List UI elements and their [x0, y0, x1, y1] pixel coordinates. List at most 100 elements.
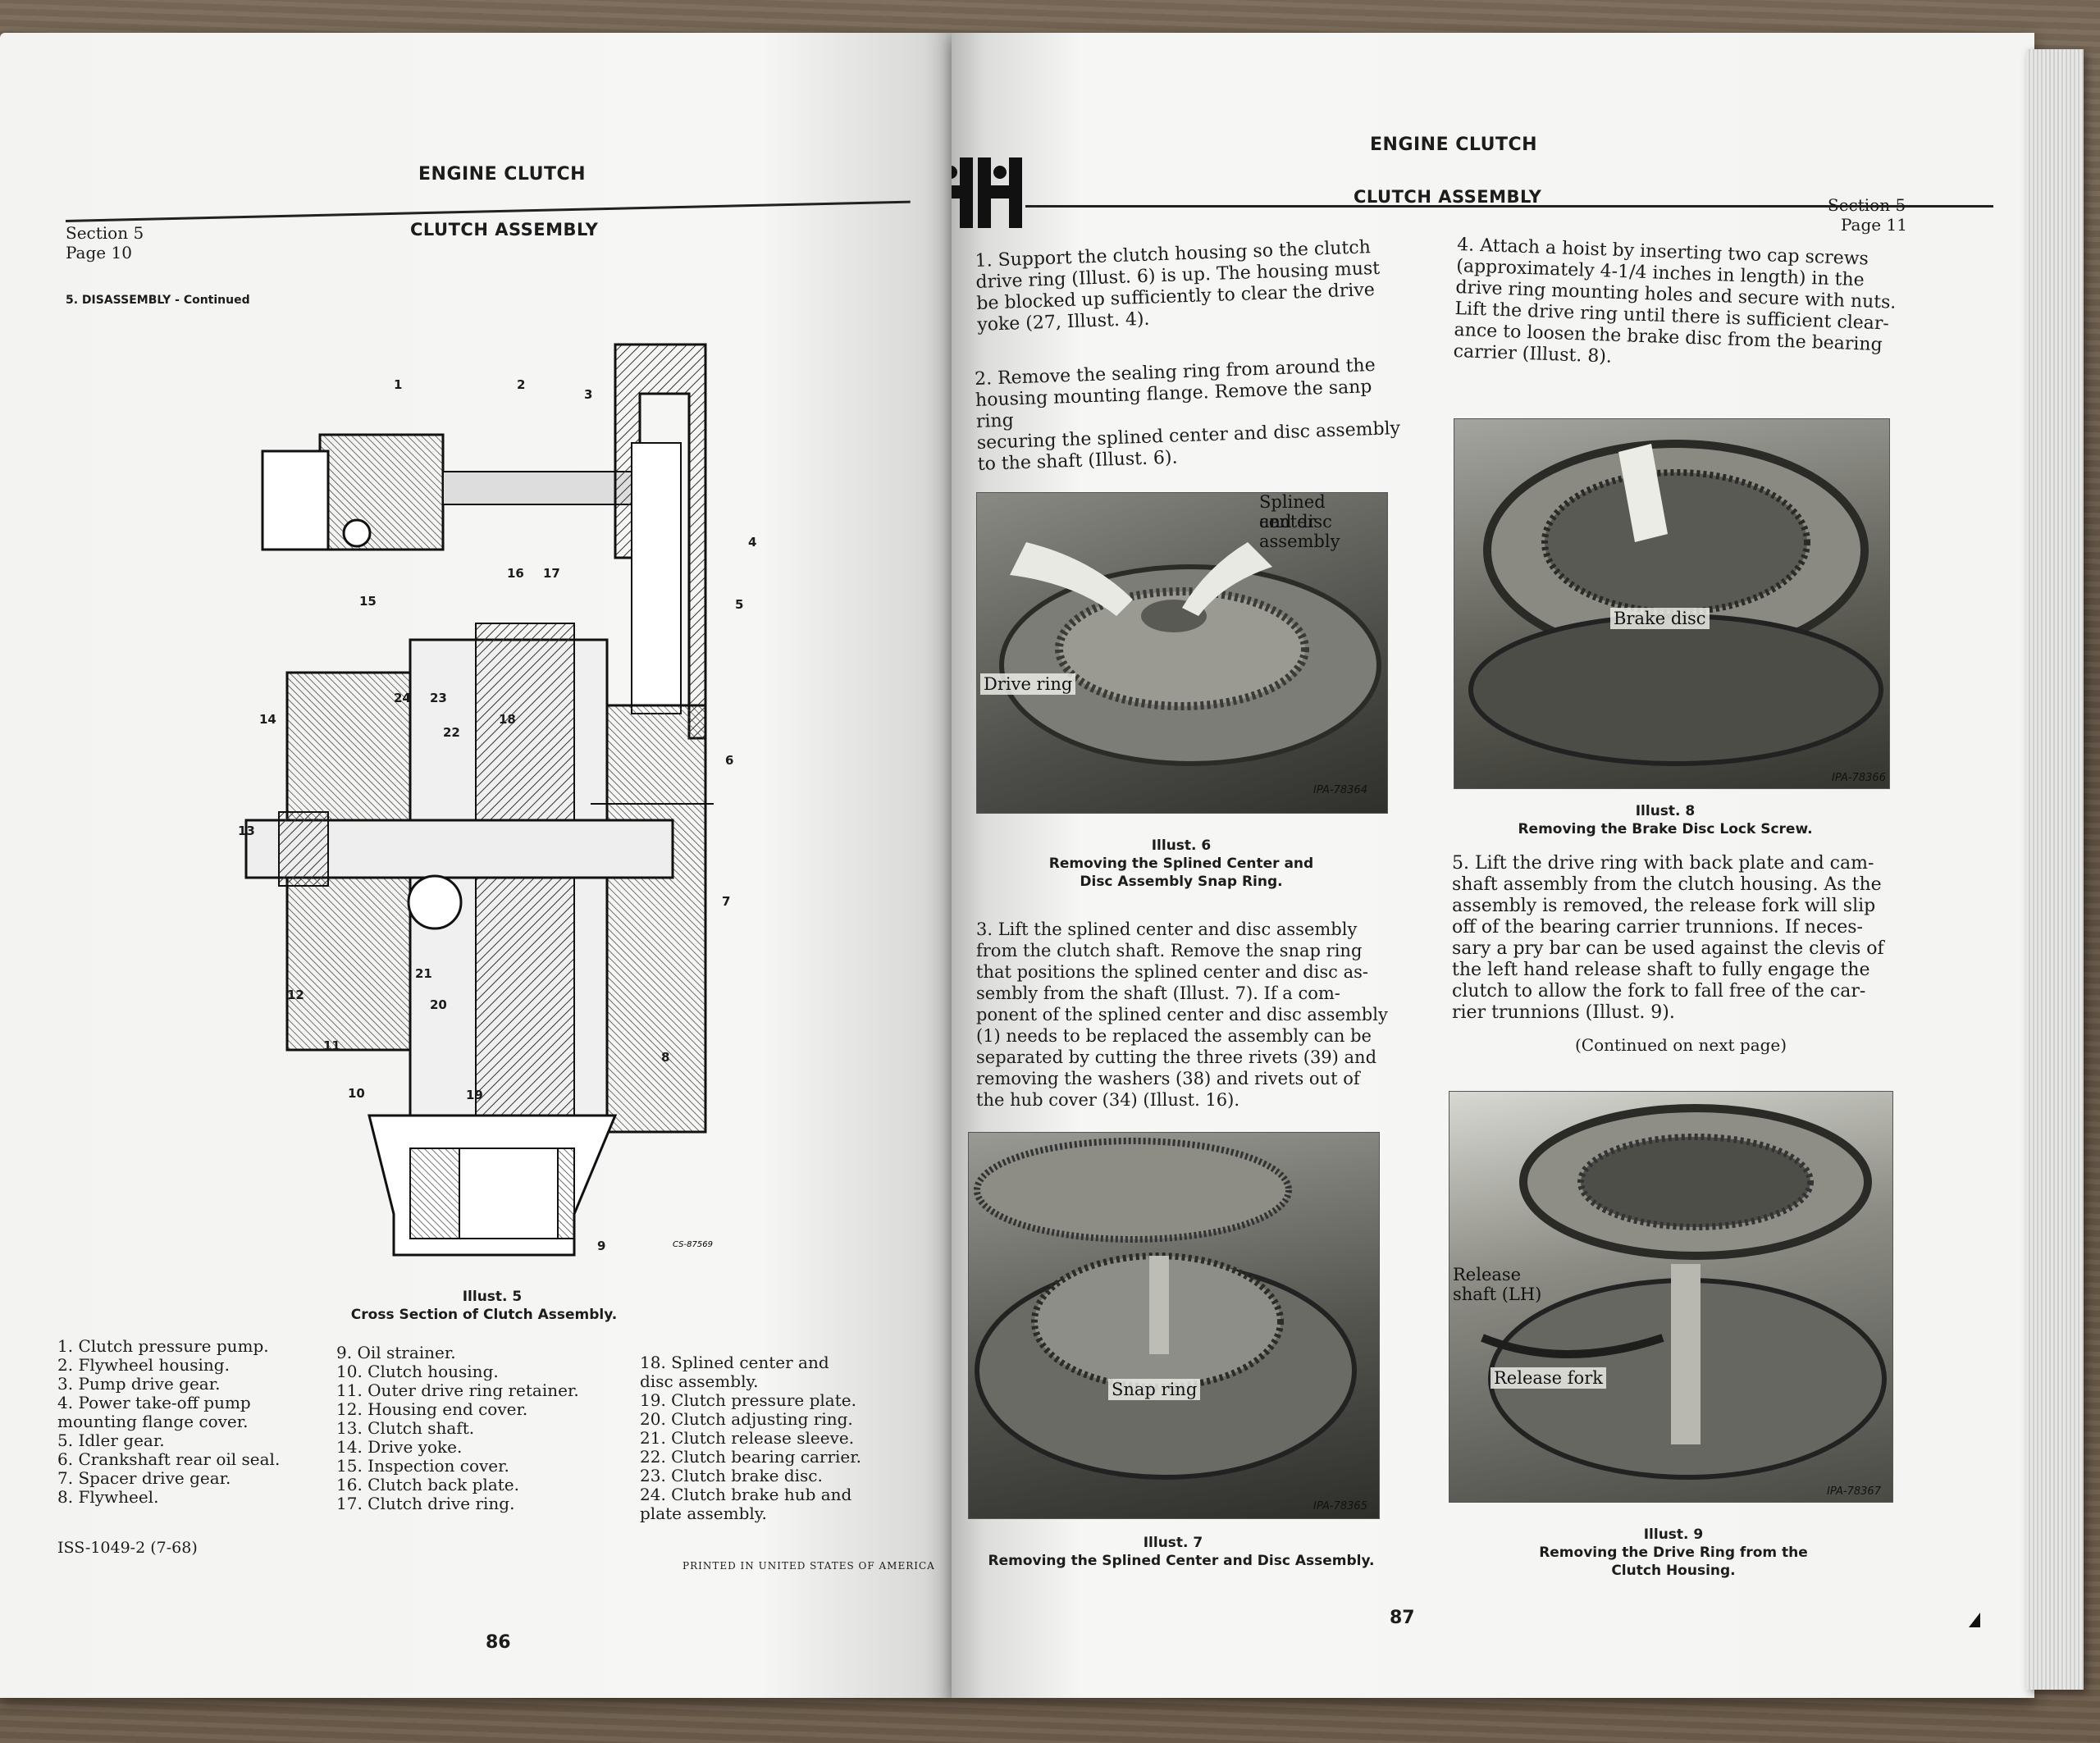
step-4-paragraph: 4. Attach a hoist by inserting two cap s… — [1453, 235, 1949, 380]
callout-19: 19 — [466, 1088, 483, 1102]
illust6-label-a: Splined center — [1259, 492, 1326, 532]
callout-10: 10 — [348, 1086, 365, 1101]
left-section-label: Section 5 — [66, 223, 144, 243]
callout-7: 7 — [722, 894, 731, 909]
callout-2: 2 — [517, 377, 526, 392]
callout-21: 21 — [415, 966, 432, 981]
legend-item: 7. Spacer drive gear. — [57, 1468, 231, 1488]
legend-item: 21. Clutch release sleeve. — [640, 1428, 855, 1448]
legend-item: 8. Flywheel. — [57, 1487, 159, 1507]
illust9-photo: Release shaft (LH) Release fork IPA-7836… — [1449, 1091, 1893, 1503]
illust9-code: IPA-78367 — [1827, 1485, 1881, 1498]
legend-item: mounting flange cover. — [57, 1412, 249, 1431]
right-running-title: ENGINE CLUTCH — [1370, 135, 1538, 155]
illust5-number: Illust. 5 — [462, 1289, 523, 1305]
right-folio: 87 — [1390, 1608, 1415, 1628]
legend-item: 15. Inspection cover. — [336, 1456, 509, 1476]
legend-item: 3. Pump drive gear. — [57, 1374, 221, 1394]
legend-item: plate assembly. — [640, 1503, 767, 1523]
text-line: that positions the splined center and di… — [976, 962, 1368, 982]
legend-item: 20. Clutch adjusting ring. — [640, 1409, 853, 1429]
text-line: (1) needs to be replaced the assembly ca… — [976, 1026, 1372, 1046]
legend-item: 24. Clutch brake hub and — [640, 1485, 852, 1504]
text-line: shaft assembly from the clutch housing. … — [1452, 874, 1882, 895]
callout-20: 20 — [430, 997, 447, 1012]
callout-8: 8 — [661, 1050, 670, 1065]
legend-item: 14. Drive yoke. — [336, 1437, 463, 1457]
legend-item: 9. Oil strainer. — [336, 1343, 456, 1362]
illust6-caption-a: Removing the Splined Center and — [1048, 856, 1314, 872]
illust5-caption: Cross Section of Clutch Assembly. — [350, 1307, 618, 1323]
callout-24: 24 — [394, 691, 411, 705]
callout-14: 14 — [259, 712, 276, 727]
right-subtitle: CLUTCH ASSEMBLY — [1354, 187, 1542, 207]
legend-item: 6. Crankshaft rear oil seal. — [57, 1449, 281, 1469]
illust8-code: IPA-78366 — [1832, 772, 1886, 784]
step-heading: 5. DISASSEMBLY - Continued — [66, 294, 250, 307]
legend-item: 1. Clutch pressure pump. — [57, 1336, 269, 1356]
illust8-number: Illust. 8 — [1635, 803, 1696, 819]
text-line: removing the washers (38) and rivets out… — [976, 1069, 1360, 1088]
illust9-caption-a: Removing the Drive Ring from the — [1539, 1545, 1808, 1561]
legend-item: 5. Idler gear. — [57, 1430, 165, 1450]
step-2-paragraph: 2. Remove the sealing ring from around t… — [975, 354, 1404, 476]
text-line: from the clutch shaft. Remove the snap r… — [976, 941, 1363, 960]
illust6-caption-b: Disc Assembly Snap Ring. — [1080, 874, 1283, 890]
legend-column-1: 1. Clutch pressure pump. 2. Flywheel hou… — [57, 1337, 280, 1507]
clutch-ring-photo-graphic — [999, 542, 1381, 766]
step-5-paragraph: 5. Lift the drive ring with back plate a… — [1452, 853, 1961, 1024]
legend-item: 11. Outer drive ring retainer. — [336, 1380, 579, 1400]
legend-item: 2. Flywheel housing. — [57, 1355, 230, 1375]
right-header-rule — [1025, 205, 1993, 208]
continued-note: (Continued on next page) — [1575, 1035, 1787, 1055]
callout-13: 13 — [238, 824, 255, 838]
illust8-caption: Removing the Brake Disc Lock Screw. — [1518, 821, 1813, 837]
text-line: separated by cutting the three rivets (3… — [976, 1047, 1377, 1067]
illust7-code: IPA-78365 — [1313, 1500, 1367, 1513]
legend-item: 17. Clutch drive ring. — [336, 1494, 515, 1513]
illust8-photo: Brake disc IPA-78366 — [1454, 418, 1890, 789]
text-line: 5. Lift the drive ring with back plate a… — [1452, 853, 1874, 874]
illust9-label-a: Release — [1453, 1265, 1522, 1284]
printed-notice: PRINTED IN UNITED STATES OF AMERICA — [682, 1560, 935, 1572]
legend-item: disc assembly. — [640, 1371, 759, 1391]
ih-logo-left-icon — [952, 157, 973, 228]
text-line: sary a pry bar can be used against the c… — [1452, 938, 1884, 959]
legend-item: 22. Clutch bearing carrier. — [640, 1447, 861, 1467]
step-1-paragraph: 1. Support the clutch housing so the clu… — [975, 236, 1404, 336]
open-manual: ENGINE CLUTCH Section 5 Page 10 CLUTCH A… — [0, 33, 2100, 1722]
illust9-caption-b: Clutch Housing. — [1611, 1563, 1736, 1579]
legend-column-2: 9. Oil strainer. 10. Clutch housing. 11.… — [336, 1344, 579, 1513]
page-edges — [2026, 49, 2084, 1690]
legend-item: 18. Splined center and — [640, 1353, 829, 1372]
drive-ring-photo-graphic — [1481, 1104, 1887, 1480]
ih-logo-right-icon — [978, 157, 1022, 228]
right-page: ENGINE CLUTCH CLUTCH ASSEMBLY Section 5 … — [952, 33, 2034, 1698]
callout-6: 6 — [725, 753, 734, 768]
illust9-label-b: shaft (LH) — [1453, 1284, 1542, 1304]
illust6-photo: Splined center and disc assembly Drive r… — [976, 492, 1388, 814]
text-line: ponent of the splined center and disc as… — [976, 1005, 1388, 1024]
callout-16: 16 — [507, 566, 524, 581]
illust6-label-c: Drive ring — [980, 673, 1076, 695]
left-subtitle: CLUTCH ASSEMBLY — [410, 220, 599, 240]
callout-23: 23 — [430, 691, 447, 705]
text-line: assembly is removed, the release fork wi… — [1452, 896, 1876, 916]
text-line: 3. Lift the splined center and disc asse… — [976, 919, 1358, 939]
text-line: off of the bearing carrier trunnions. If… — [1452, 917, 1863, 938]
callout-18: 18 — [499, 712, 516, 727]
illust7-number: Illust. 7 — [1143, 1535, 1203, 1551]
illust9-label-c: Release fork — [1491, 1367, 1606, 1389]
splined-center-photo-graphic — [974, 1138, 1357, 1480]
text-line: clutch to allow the fork to fall free of… — [1452, 981, 1866, 1002]
callout-4: 4 — [748, 535, 757, 550]
callout-9: 9 — [597, 1239, 606, 1253]
callout-12: 12 — [287, 988, 304, 1002]
legend-item: 23. Clutch brake disc. — [640, 1466, 823, 1485]
legend-item: 13. Clutch shaft. — [336, 1418, 475, 1438]
legend-item: 19. Clutch pressure plate. — [640, 1390, 856, 1410]
illust8-label-a: Brake disc — [1610, 608, 1710, 629]
callout-15: 15 — [359, 594, 377, 609]
callout-5: 5 — [735, 597, 744, 612]
figure-code: CS-87569 — [673, 1240, 713, 1249]
